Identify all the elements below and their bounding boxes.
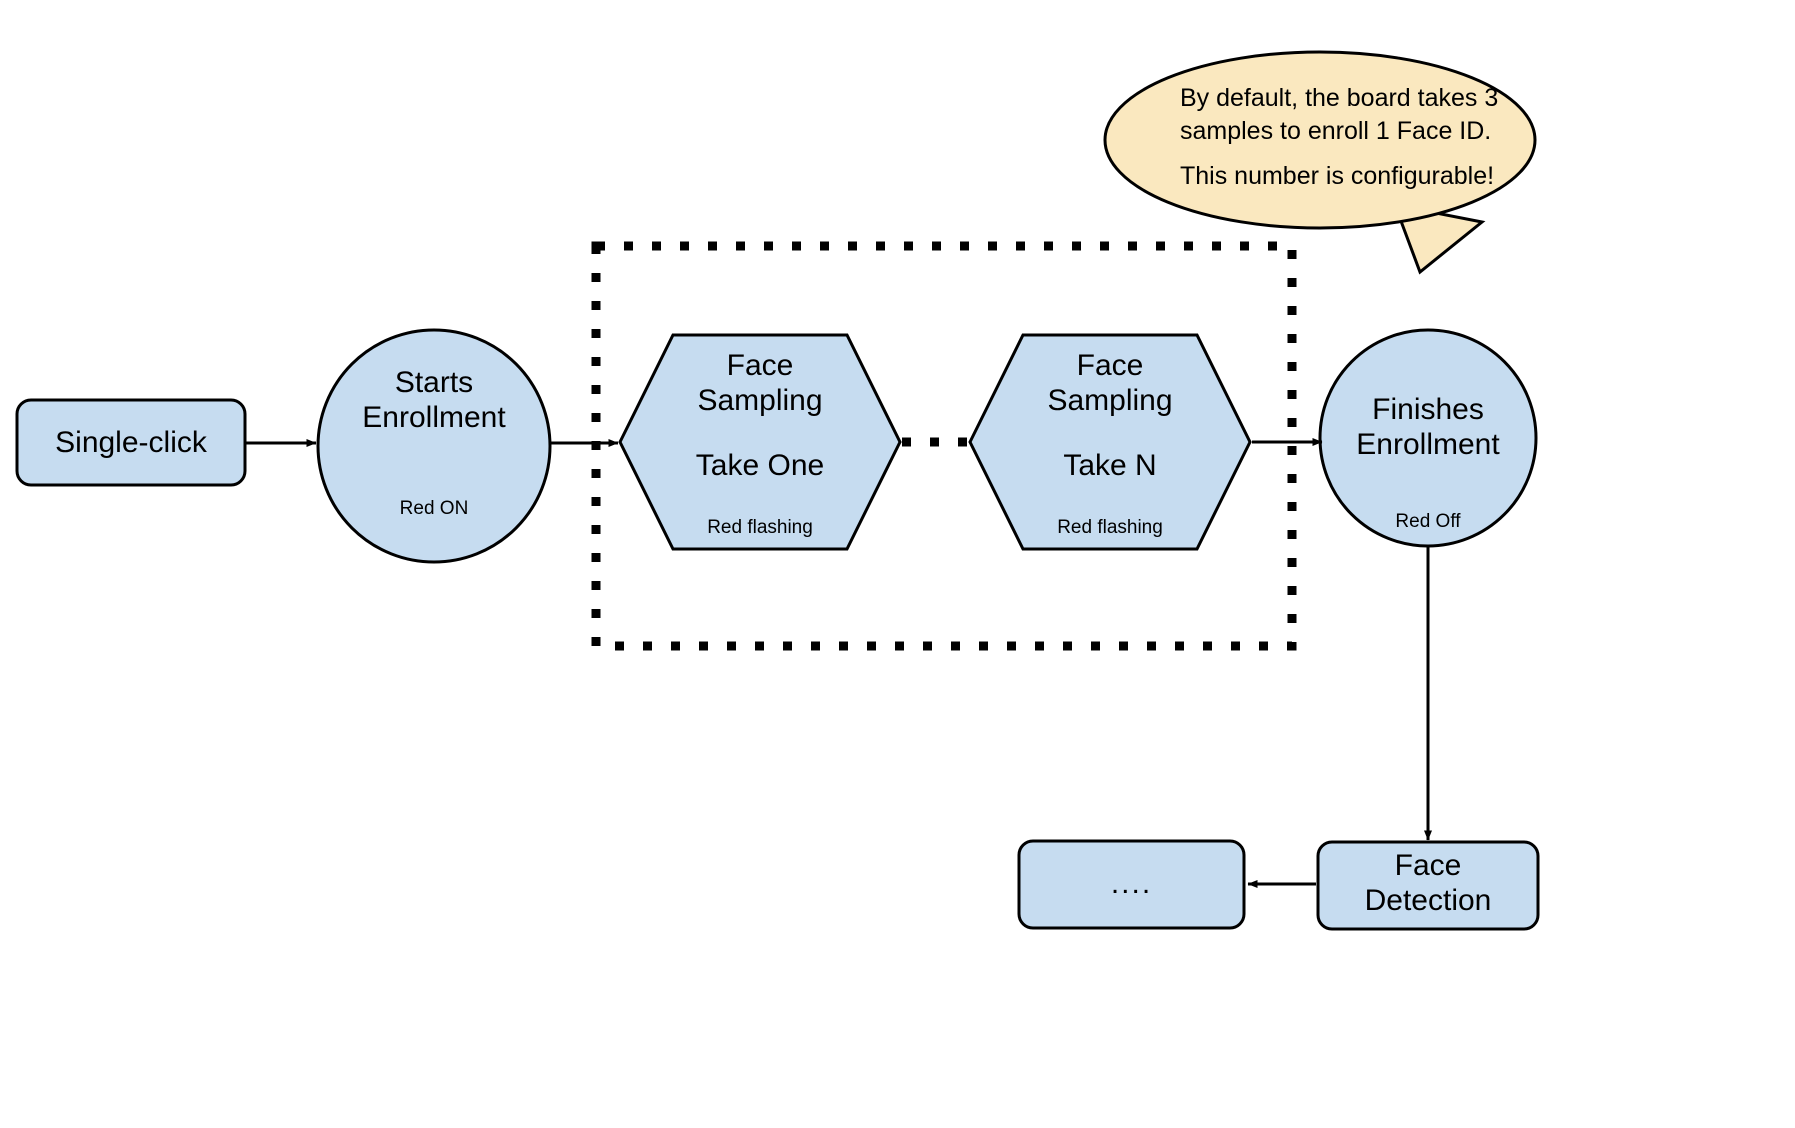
node-finishes-enrollment-shape[interactable] [1318, 328, 1538, 548]
node-face-sampling-take-one-shape[interactable] [618, 333, 902, 551]
node-starts-enrollment-shape[interactable] [316, 328, 552, 564]
node-more-steps-shape[interactable] [1017, 839, 1246, 930]
callout-bubble-shape [1103, 50, 1537, 230]
sampling-loop-group-box [591, 241, 1297, 651]
node-face-sampling-take-n-shape[interactable] [968, 333, 1252, 551]
node-face-detection-shape[interactable] [1316, 840, 1540, 931]
node-single-click-shape[interactable] [15, 398, 247, 487]
